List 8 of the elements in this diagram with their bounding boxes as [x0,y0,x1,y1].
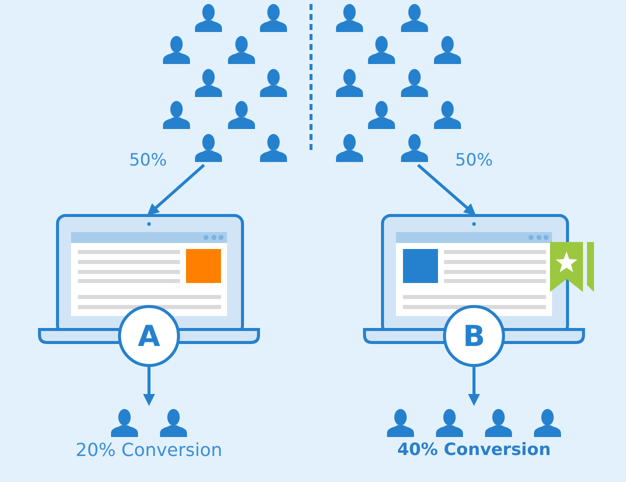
arrow [468,367,480,406]
arrow [417,164,476,216]
conversion-label: 20% Conversion [76,441,222,461]
conversion-label: 40% Conversion [397,441,551,460]
arrow [147,164,205,216]
arrow [143,367,155,406]
variant-letter: B [462,322,486,350]
variant-letter: A [138,322,160,350]
